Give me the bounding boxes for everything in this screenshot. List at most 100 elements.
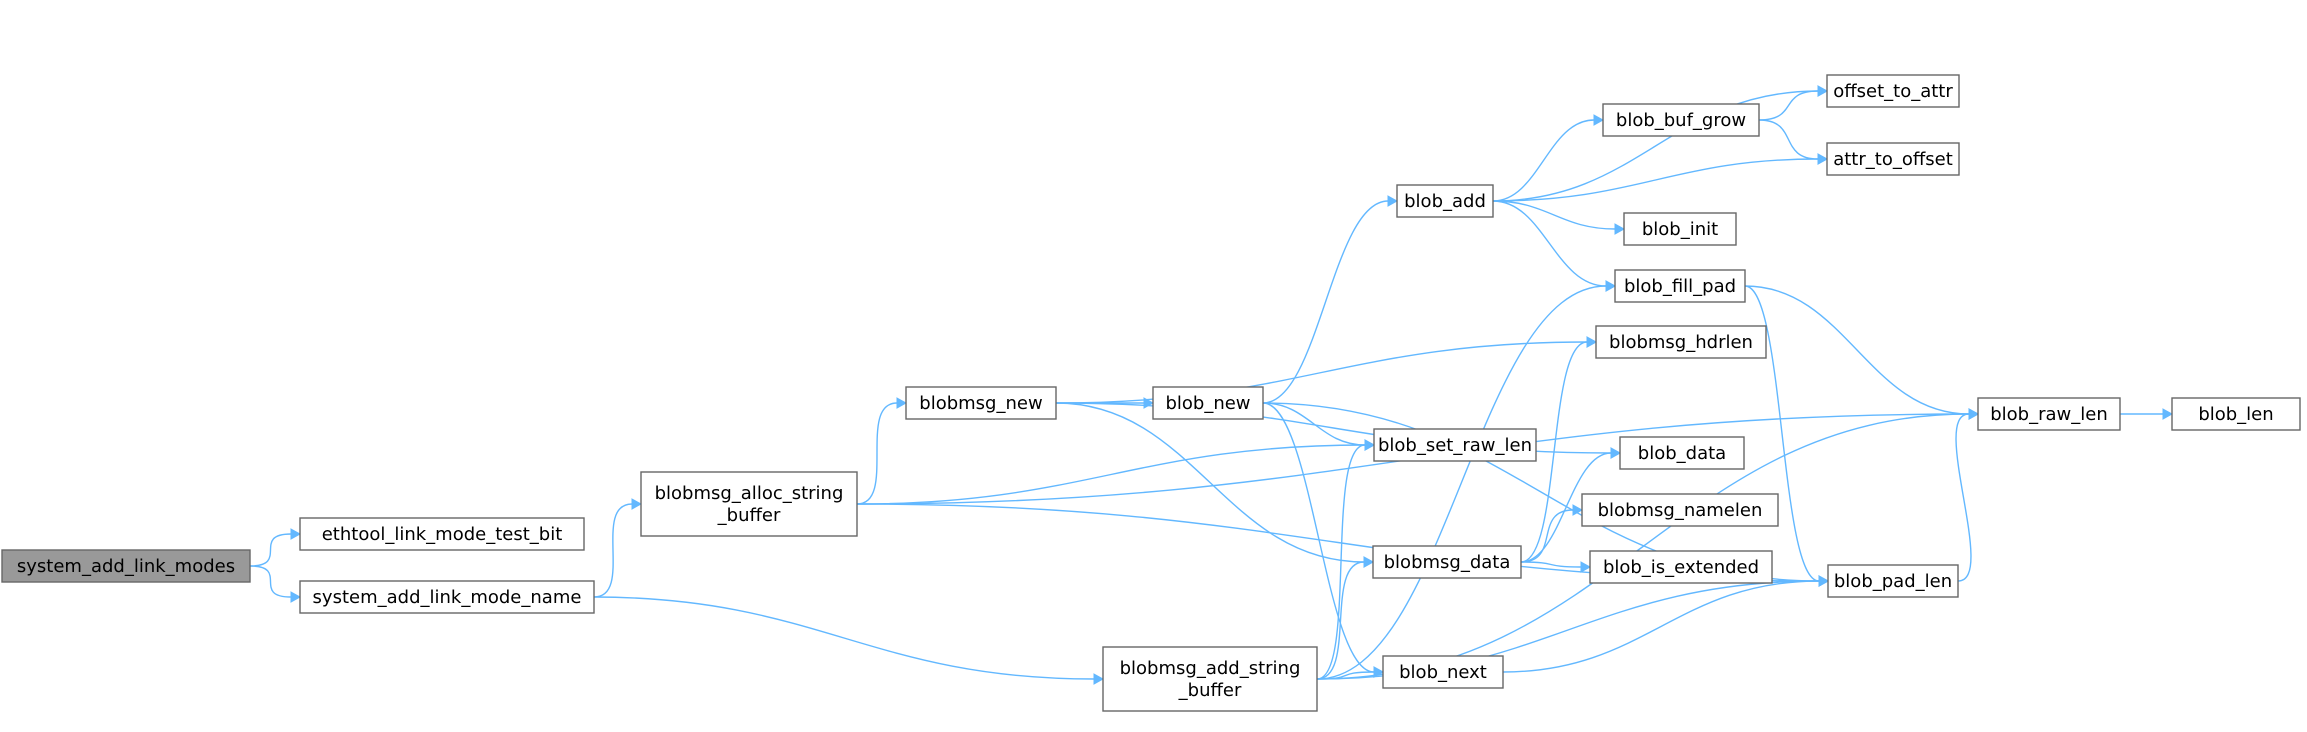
node-attr-to-offset[interactable]: attr_to_offset [1826,142,1960,176]
node-system-add-link-modes[interactable]: system_add_link_modes [1,549,251,583]
node-box [1619,436,1745,470]
edge-system-add-link-modes-to-ethtool-link-mode-test-bit [249,533,292,567]
node-box [1,549,251,583]
node-label: blob_data [1638,443,1726,464]
edge-blob-buf-grow-to-offset-to-attr [1758,90,1819,121]
node-box [299,517,585,551]
node-blob-pad-len[interactable]: blob_pad_len [1827,564,1959,598]
node-system-add-link-mode-name[interactable]: system_add_link_mode_name [299,580,595,614]
node-blobmsg-alloc-string-buffer[interactable]: blobmsg_alloc_string_buffer [640,471,858,537]
edge-system-add-link-modes-to-system-add-link-mode-name [249,565,292,598]
node-blob-add[interactable]: blob_add [1396,184,1494,218]
node-label: ethtool_link_mode_test_bit [322,524,563,545]
edge-arrowhead [1580,561,1592,573]
edge-blobmsg-add-string-buffer-to-blob-set-raw-len [1316,444,1366,680]
edge-arrowhead [1818,575,1830,587]
node-box [905,386,1057,420]
node-blobmsg-data[interactable]: blobmsg_data [1372,545,1522,579]
node-box [1372,545,1522,579]
node-blobmsg-add-string-buffer[interactable]: blobmsg_add_string_buffer [1102,646,1318,712]
node-box [1827,564,1959,598]
edge-blobmsg-alloc-string-buffer-to-blob-set-raw-len [856,444,1366,505]
node-blobmsg-hdrlen[interactable]: blobmsg_hdrlen [1595,325,1767,359]
edge-blobmsg-alloc-string-buffer-to-blobmsg-new [856,402,898,505]
edge-arrowhead [1363,556,1375,568]
edge-arrowhead [1817,153,1829,165]
node-label: blob_set_raw_len [1378,435,1532,456]
node-label: blobmsg_hdrlen [1609,332,1753,353]
node-label: blobmsg_data [1384,552,1511,573]
node-box [1826,74,1960,108]
edge-blob-pad-len-to-blob-raw-len [1955,413,1972,582]
node-label: system_add_link_mode_name [313,587,582,608]
node-blob-init[interactable]: blob_init [1623,212,1737,246]
node-label: blob_buf_grow [1616,110,1746,131]
edge-system-add-link-mode-name-to-blobmsg-alloc-string-buffer [593,503,633,598]
edge-blob-new-to-blob-set-raw-len [1262,402,1366,446]
edge-arrowhead [2162,408,2174,420]
edge-arrowhead [1093,673,1105,685]
node-blobmsg-namelen[interactable]: blobmsg_namelen [1581,493,1779,527]
node-blob-new[interactable]: blob_new [1152,386,1264,420]
edge-arrowhead [1605,280,1617,292]
node-label: blob_add [1404,191,1486,212]
node-blobmsg-new[interactable]: blobmsg_new [905,386,1057,420]
edge-blob-fill-pad-to-blob-pad-len [1744,285,1820,582]
node-blob-buf-grow[interactable]: blob_buf_grow [1602,103,1760,137]
node-box [1581,493,1779,527]
edge-arrowhead [1586,336,1598,348]
edge-blob-add-to-blob-buf-grow [1492,119,1595,202]
edge-blob-new-to-blob-add [1262,200,1389,404]
node-blob-len[interactable]: blob_len [2171,397,2301,431]
edge-arrowhead [1364,439,1376,451]
node-box [1595,325,1767,359]
node-label: blob_is_extended [1603,557,1759,578]
edge-arrowhead [1387,195,1399,207]
node-box [1382,655,1504,689]
edge-blobmsg-data-to-blobmsg-hdrlen [1520,341,1588,563]
edge-arrowhead [1614,223,1626,235]
node-blob-fill-pad[interactable]: blob_fill_pad [1614,269,1746,303]
edge-blobmsg-new-to-blobmsg-data [1055,402,1365,563]
node-offset-to-attr[interactable]: offset_to_attr [1826,74,1960,108]
node-box [299,580,595,614]
node-box [2171,397,2301,431]
node-blob-next[interactable]: blob_next [1382,655,1504,689]
edge-system-add-link-mode-name-to-blobmsg-add-string-buffer [593,596,1095,680]
node-box [640,471,858,537]
edge-blob-add-to-blob-init [1492,200,1616,230]
node-label: attr_to_offset [1833,149,1953,170]
edge-blobmsg-data-to-blob-data [1520,452,1612,563]
edge-arrowhead [1968,408,1980,420]
node-blob-data[interactable]: blob_data [1619,436,1745,470]
node-label: offset_to_attr [1833,81,1953,102]
node-label: blobmsg_namelen [1598,500,1763,521]
edge-blob-add-to-attr-to-offset [1492,158,1819,202]
edge-blob-fill-pad-to-blob-raw-len [1744,285,1970,415]
edge-blobmsg-data-to-blobmsg-namelen [1520,509,1574,563]
node-label: blobmsg_new [919,393,1042,414]
node-box [1396,184,1494,218]
node-box [1614,269,1746,303]
node-label: blob_pad_len [1834,571,1952,592]
node-blob-raw-len[interactable]: blob_raw_len [1977,397,2121,431]
edge-arrowhead [1817,85,1829,97]
edge-arrowhead [896,397,908,409]
node-box [1977,397,2121,431]
edge-blobmsg-add-string-buffer-to-blobmsg-data [1316,561,1365,680]
edge-arrowhead [290,591,302,603]
edge-arrowhead [1593,114,1605,126]
node-label: blob_new [1165,393,1250,414]
edge-blobmsg-new-to-blobmsg-hdrlen [1055,341,1588,404]
node-ethtool-link-mode-test-bit[interactable]: ethtool_link_mode_test_bit [299,517,585,551]
edge-arrowhead [1610,447,1622,459]
node-blob-set-raw-len[interactable]: blob_set_raw_len [1373,428,1537,462]
node-label: blob_len [2198,404,2273,425]
node-box [1152,386,1264,420]
node-label: blob_fill_pad [1624,276,1736,297]
edge-arrowhead [290,528,302,540]
edge-blobmsg-data-to-blob-is-extended [1520,561,1582,568]
node-blob-is-extended[interactable]: blob_is_extended [1589,550,1773,584]
node-label: blob_init [1642,219,1718,240]
